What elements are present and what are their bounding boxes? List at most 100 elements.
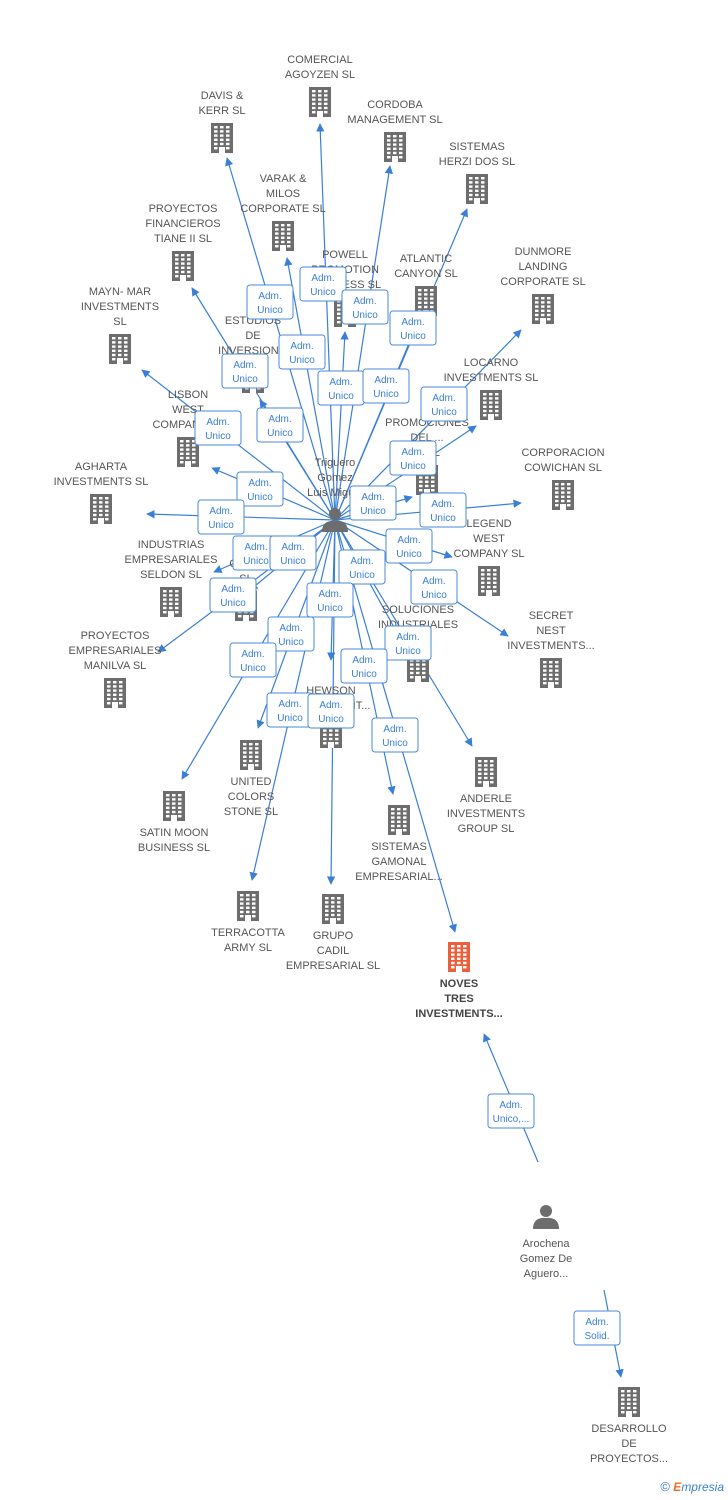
node-label: HERZI DOS SL [439,156,515,168]
node-label: Gomez [317,472,352,484]
edge-label-text: Unico [351,669,377,680]
edge-label-p1-n16[interactable]: Adm.Unico [197,499,245,535]
node-label: TERRACOTTA [211,927,285,939]
edge-label-box [341,289,389,325]
edge-label-text: Unico [247,492,273,503]
edge-label-text: Adm. [278,699,301,710]
node-label: MANAGEMENT SL [347,114,442,126]
company-node-n21[interactable]: SECRETNESTINVESTMENTS... [507,610,595,688]
edge-label-text: Unico [289,355,315,366]
building-icon [388,805,410,835]
edge-label-p1-n11[interactable]: Adm.Unico [256,407,304,443]
edge-label-p2-n30[interactable]: Adm.Unico,... [487,1093,535,1129]
company-node-n2[interactable]: DAVIS &KERR SL [198,90,246,153]
edge-label-text: Adm. [206,417,229,428]
company-node-n31[interactable]: DESARROLLODEPROYECTOS... [590,1387,668,1465]
edge-label-p1-n6[interactable]: Adm.Unico [221,353,269,389]
edge-label-text: Unico [243,556,269,567]
company-node-n30[interactable]: NOVESTRESINVESTMENTS... [415,942,503,1020]
edge-p1-n8 [334,321,419,521]
edge-label-p1-n28[interactable]: Adm.Unico [266,692,314,728]
node-label: Triguero [315,457,356,469]
edge-label-text: Unico [328,391,354,402]
edge-label-p1-n17[interactable]: Adm.Unico [385,528,433,564]
edge-label-text: Unico [400,331,426,342]
edge-label-p2-n31[interactable]: Adm.Solid. [573,1310,621,1346]
edge-label-text: Unico [317,603,343,614]
edge-label-p1-n12[interactable]: Adm.Unico [389,440,437,476]
building-icon [104,678,126,708]
edge-label-text: Unico [280,556,306,567]
edge-label-p1-n2[interactable]: Adm.Unico [246,284,294,320]
edge-label-p1-n13[interactable]: Adm.Unico [236,471,284,507]
edge-label-p1-n9[interactable]: Adm.Unico [420,386,468,422]
building-icon [240,740,262,770]
node-label: TRES [444,993,473,1005]
edge-label-p1-n22[interactable]: Adm.Unico [209,577,257,613]
edge-label-p1-n21[interactable]: Adm.Unico [410,569,458,605]
edge-label-box [419,492,467,528]
edge-label-p1-n10[interactable]: Adm.Unico [194,410,242,446]
edge-label-p1-n15[interactable]: Adm.Unico [419,492,467,528]
edge-label-p1-n1[interactable]: Adm.Unico [299,266,347,302]
edge-label-p1-n8[interactable]: Adm.Unico [362,368,410,404]
edge-label-p1-n3[interactable]: Adm.Unico [341,289,389,325]
edge-label-text: Unico [430,513,456,524]
node-label: PROYECTOS... [590,1453,668,1465]
node-label: INVESTMENTS [81,301,159,313]
edge-label-p1-n23[interactable]: Adm.Unico [306,582,354,618]
edge-label-box [362,368,410,404]
edge-label-p1-n25[interactable]: Adm.Unico [384,625,432,661]
company-node-n3[interactable]: CORDOBA MANAGEMENT SL [347,99,443,162]
edge-label-text: Adm. [383,724,406,735]
building-icon [272,221,294,251]
node-label: DESARROLLO [591,1423,667,1435]
edge-label-p1-n7[interactable]: Adm.Unico [317,370,365,406]
edge-label-p1-n29[interactable]: Adm.Unico [307,693,355,729]
edge-label-text: Adm. [319,700,342,711]
edge-label-box [340,648,388,684]
edge-label-box [573,1310,621,1346]
edge-label-p1-n30[interactable]: Adm.Unico [371,717,419,753]
edge-label-text: Adm. [244,542,267,553]
company-node-n27[interactable]: SISTEMASGAMONALEMPRESARIAL... [355,805,443,883]
node-label: CORDOBA [367,99,423,111]
edge-label-p1-n26[interactable]: Adm.Unico [229,642,277,678]
edge-label-text: Adm. [233,360,256,371]
node-label: EMPRESARIAL SL [286,960,380,972]
node-label: Luis Miguel [307,487,363,499]
edge-label-text: Adm. [258,291,281,302]
edge-label-p1-n5[interactable]: Adm.Unico [278,334,326,370]
node-label: INVESTMENTS... [507,640,594,652]
edge-label-p1-n24[interactable]: Adm.Unico [267,616,315,652]
edge-label-p1-n4[interactable]: Adm.Unico [389,310,437,346]
edge-label-p1-n14[interactable]: Adm.Unico [349,485,397,521]
node-label: INDUSTRIAS [138,539,205,551]
edge-label-p1-n19[interactable]: Adm.Unico [269,535,317,571]
node-label: BUSINESS SL [138,842,210,854]
edge-label-p1-n27[interactable]: Adm.Unico [340,648,388,684]
node-label: COLORS [228,791,274,803]
node-label: SISTEMAS [371,841,427,853]
edge-label-p1-n20[interactable]: Adm.Unico [338,549,386,585]
